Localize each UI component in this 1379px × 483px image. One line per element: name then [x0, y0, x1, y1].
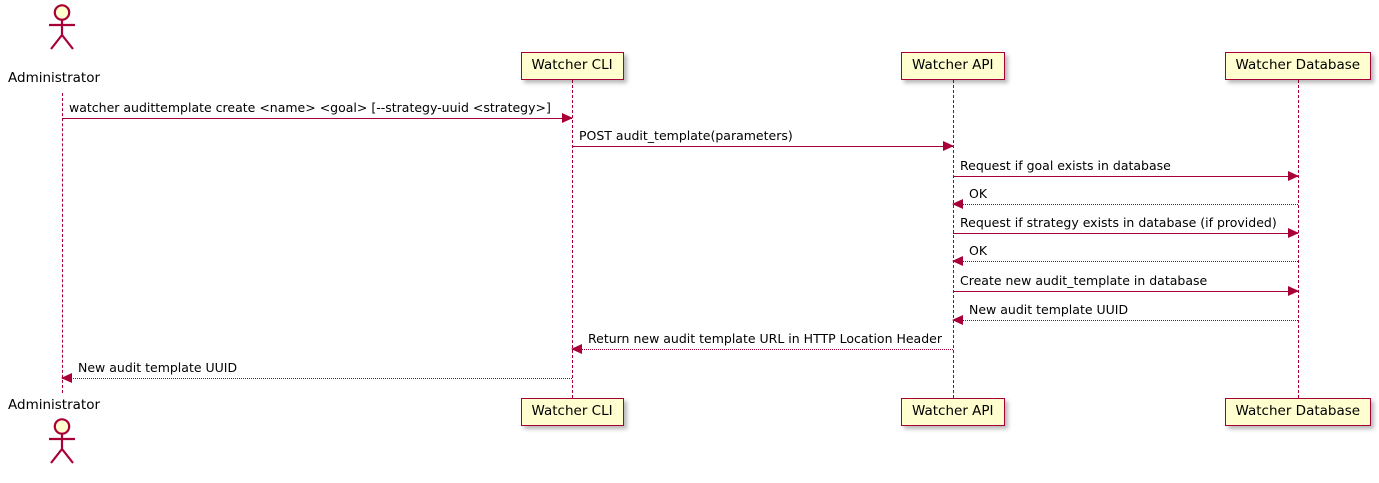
- participant-box-watcher-db[interactable]: Watcher Database: [1224, 52, 1372, 80]
- participant-box-bottom-watcher-db[interactable]: Watcher Database: [1224, 398, 1372, 426]
- message-label: POST audit_template(parameters): [579, 128, 793, 144]
- message-line: [953, 204, 1298, 205]
- message-line: [953, 320, 1298, 321]
- participant-box-watcher-cli[interactable]: Watcher CLI: [520, 52, 624, 80]
- message-label: Create new audit_template in database: [960, 273, 1208, 289]
- message-label: New audit template UUID: [969, 302, 1129, 318]
- participant-box-bottom-watcher-cli[interactable]: Watcher CLI: [520, 398, 624, 426]
- arrowhead-right-icon: [943, 141, 954, 151]
- message-line: [572, 146, 953, 147]
- message-line: [572, 349, 953, 350]
- message-label: OK: [969, 243, 988, 259]
- lifeline-watcher-db: [1298, 80, 1299, 398]
- lifeline-watcher-api: [953, 80, 954, 398]
- actor-figure-bottom-administrator: [44, 418, 80, 464]
- participant-box-watcher-api[interactable]: Watcher API: [901, 52, 1005, 80]
- message-label: New audit template UUID: [78, 360, 238, 376]
- actor-label-administrator: Administrator: [8, 70, 101, 86]
- message-line: [953, 233, 1298, 234]
- arrowhead-right-icon: [562, 113, 573, 123]
- actor-label-bottom-administrator: Administrator: [8, 397, 101, 413]
- lifeline-administrator: [62, 93, 63, 393]
- arrowhead-left-icon: [61, 373, 72, 383]
- message-line: [953, 291, 1298, 292]
- message-line: [62, 118, 572, 119]
- lifeline-watcher-cli: [572, 80, 573, 398]
- message-label: Return new audit template URL in HTTP Lo…: [588, 331, 942, 347]
- arrowhead-right-icon: [1288, 228, 1299, 238]
- arrowhead-left-icon: [952, 256, 963, 266]
- message-line: [62, 378, 572, 379]
- message-label: Request if strategy exists in database (…: [960, 215, 1277, 231]
- message-label: OK: [969, 186, 988, 202]
- participant-box-bottom-watcher-api[interactable]: Watcher API: [901, 398, 1005, 426]
- actor-figure-administrator: [44, 4, 80, 50]
- message-line: [953, 261, 1298, 262]
- arrowhead-left-icon: [571, 344, 582, 354]
- message-line: [953, 176, 1298, 177]
- arrowhead-left-icon: [952, 315, 963, 325]
- message-label: watcher audittemplate create <name> <goa…: [69, 100, 551, 116]
- message-label: Request if goal exists in database: [960, 158, 1171, 174]
- arrowhead-right-icon: [1288, 171, 1299, 181]
- arrowhead-left-icon: [952, 199, 963, 209]
- arrowhead-right-icon: [1288, 286, 1299, 296]
